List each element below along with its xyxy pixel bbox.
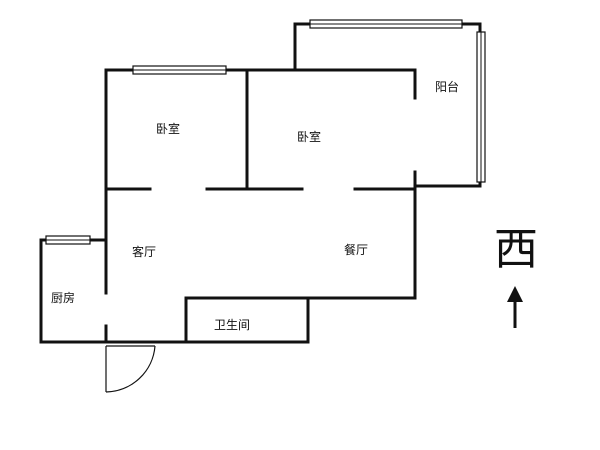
windows [45, 19, 486, 245]
compass-arrow-icon [507, 286, 523, 302]
wall-bedroom-right-top [245, 68, 417, 100]
room-labels: 卧室 卧室 阳台 客厅 餐厅 厨房 卫生间 [51, 79, 459, 332]
label-bedroom-right: 卧室 [297, 129, 321, 144]
label-living-room: 客厅 [132, 244, 156, 259]
label-kitchen: 厨房 [51, 290, 75, 305]
compass-direction-label: 西 [494, 224, 538, 275]
label-dining-room: 餐厅 [344, 242, 368, 257]
entry-door [105, 345, 156, 393]
label-balcony: 阳台 [435, 79, 459, 94]
label-bedroom-left: 卧室 [156, 121, 180, 136]
wall-kitchen [39, 238, 108, 344]
door-swing-arc [105, 345, 156, 393]
label-bathroom: 卫生间 [214, 318, 250, 332]
compass: 西 [494, 224, 538, 328]
walls [39, 22, 482, 344]
